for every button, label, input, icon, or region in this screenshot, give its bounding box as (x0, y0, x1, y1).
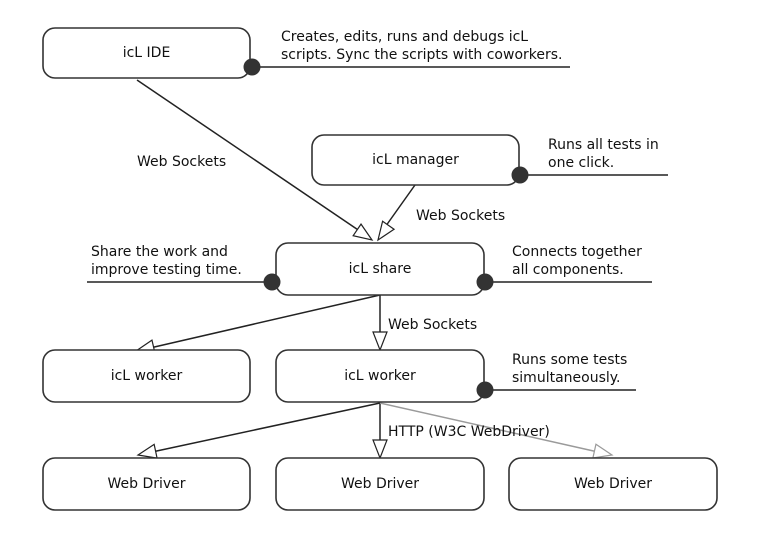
node-web-driver-center: Web Driver (275, 457, 485, 511)
node-web-driver-center-label: Web Driver (341, 476, 419, 492)
node-icl-share: icL share (275, 242, 485, 296)
note-ide-dot (243, 58, 261, 76)
node-icl-worker-left-label: icL worker (111, 368, 183, 384)
note-share-right-dot (476, 273, 494, 291)
note-share-left-line-1: Share the work and (91, 244, 228, 260)
note-worker-line-2: simultaneously. (512, 370, 621, 386)
note-ide-line-1: Creates, edits, runs and debugs icL (281, 29, 528, 45)
note-manager-line-2: one click. (548, 155, 614, 171)
node-icl-worker-left: icL worker (42, 349, 251, 403)
note-share-right-line-2: all components. (512, 262, 624, 278)
node-web-driver-right-label: Web Driver (574, 476, 652, 492)
edge-worker-to-driver-left (151, 402, 381, 453)
edge-ide-to-share (136, 79, 371, 239)
note-worker-dot (476, 381, 494, 399)
node-icl-share-label: icL share (349, 261, 412, 277)
note-share-right-line-1: Connects together (512, 244, 642, 260)
note-ide: Creates, edits, runs and debugs icL scri… (243, 29, 570, 76)
node-icl-manager-label: icL manager (372, 152, 459, 168)
node-icl-manager: icL manager (311, 134, 520, 186)
arrowhead-ide-share (352, 223, 374, 241)
note-share-left: Share the work and improve testing time. (87, 244, 281, 291)
note-share-left-dot (263, 273, 281, 291)
edges (134, 79, 614, 460)
node-web-driver-left-label: Web Driver (107, 476, 185, 492)
note-manager-dot (511, 166, 529, 184)
note-worker-line-1: Runs some tests (512, 352, 627, 368)
node-web-driver-right: Web Driver (508, 457, 718, 511)
edge-worker-to-driver-right (379, 402, 599, 453)
node-icl-ide: icL IDE (42, 27, 251, 79)
arrowhead-worker-driver-center (372, 439, 388, 460)
edge-label-share-worker: Web Sockets (388, 317, 477, 333)
node-web-driver-left: Web Driver (42, 457, 251, 511)
note-manager: Runs all tests in one click. (511, 137, 668, 184)
edge-label-manager-share: Web Sockets (416, 208, 505, 224)
edge-label-ide-share: Web Sockets (137, 154, 226, 170)
note-ide-line-2: scripts. Sync the scripts with coworkers… (281, 47, 563, 63)
node-icl-worker-center-label: icL worker (344, 368, 416, 384)
arrowhead-manager-share (377, 220, 396, 242)
arrowhead-share-worker-center (372, 331, 388, 352)
edge-label-worker-driver: HTTP (W3C WebDriver) (388, 424, 550, 440)
edge-manager-to-share (382, 184, 416, 231)
note-share-right: Connects together all components. (476, 244, 652, 291)
node-icl-ide-label: icL IDE (123, 45, 171, 61)
edge-share-to-worker-left (149, 294, 381, 349)
note-manager-line-1: Runs all tests in (548, 137, 659, 153)
arrowhead-worker-driver-left (136, 443, 158, 459)
node-icl-worker-center: icL worker (275, 349, 485, 403)
note-share-left-line-2: improve testing time. (91, 262, 242, 278)
arrowhead-worker-driver-right (592, 443, 614, 459)
note-worker: Runs some tests simultaneously. (476, 352, 636, 399)
